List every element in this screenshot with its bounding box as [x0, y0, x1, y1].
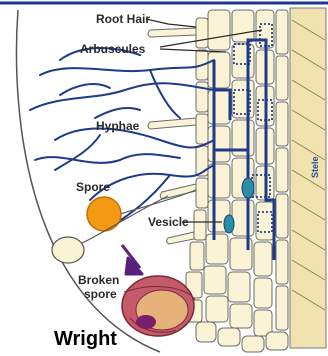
label-spore: Spore	[76, 180, 110, 194]
spore-shape	[87, 197, 121, 231]
label-root-hair: Root Hair	[96, 12, 150, 26]
vesicle-upper	[242, 178, 254, 198]
label-arbuscules: Arbuscules	[80, 42, 146, 56]
stele-region	[290, 8, 326, 348]
spore-hypha	[120, 190, 196, 214]
label-broken-spore-line1: Broken	[78, 273, 119, 287]
root-hairs	[148, 28, 196, 244]
arrow-to-broken-spore	[122, 245, 142, 274]
credit-wright: Wright	[54, 328, 117, 350]
hyphae-network	[30, 48, 214, 230]
label-stele: Stele	[310, 156, 320, 178]
label-broken-spore-line2: spore	[84, 287, 117, 301]
label-hyphae: Hyphae	[96, 119, 140, 133]
label-vesicle: Vesicle	[148, 215, 189, 229]
broken-spore	[122, 276, 195, 336]
vesicle-lower	[224, 215, 234, 233]
germinating-spore	[52, 237, 84, 263]
